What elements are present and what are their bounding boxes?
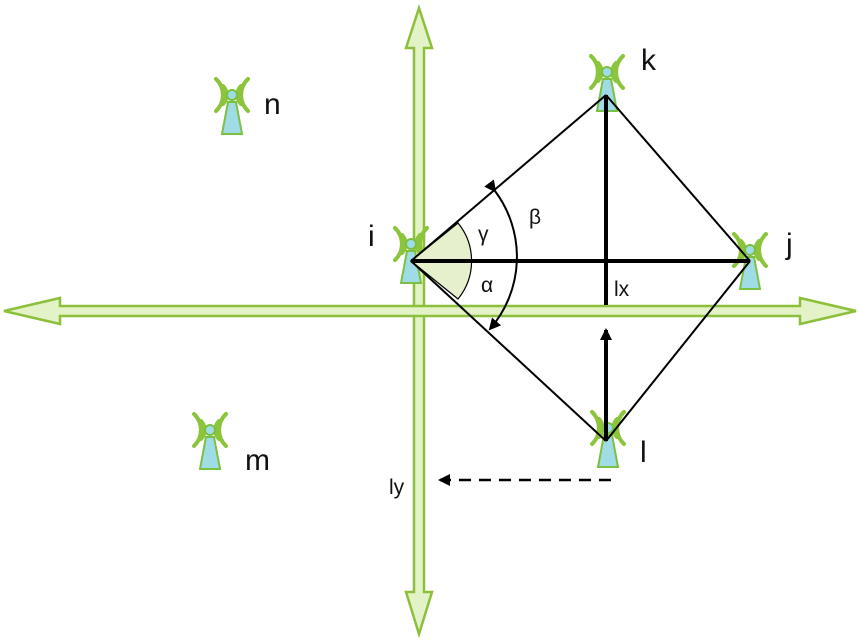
node-label-n: n (264, 88, 281, 121)
node-n-wireless-tower-icon (214, 77, 250, 136)
edge-k-j (605, 94, 751, 262)
node-m-wireless-tower-icon (192, 412, 228, 471)
vertical-axis-arrow (404, 3, 434, 639)
angle-label-beta: β (529, 206, 541, 229)
node-label-m: m (245, 444, 270, 477)
node-label-k: k (641, 44, 657, 77)
node-label-l: l (640, 436, 647, 469)
angle-label-alpha: α (481, 274, 493, 297)
node-label-j: j (785, 228, 793, 261)
beta-angle-arc (484, 179, 518, 331)
edge-j-l (605, 260, 751, 442)
angle-label-gamma: γ (478, 223, 489, 246)
projection-label-ly: ly (389, 476, 405, 499)
edge-l-i (410, 260, 607, 442)
projection-label-lx: lx (614, 278, 630, 301)
edge-i-k (410, 94, 607, 262)
rhombus-edges (410, 94, 751, 442)
node-label-i: i (368, 220, 375, 253)
horizontal-axis-arrow (3, 296, 857, 326)
